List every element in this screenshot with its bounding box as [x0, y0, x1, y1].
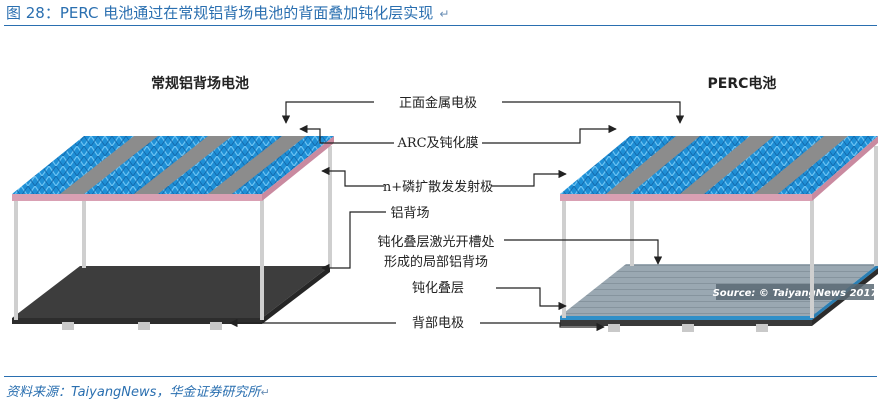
watermark: Source: © TaiyangNews 2017 [713, 288, 878, 299]
left-cell: 常规铝背场电池 [12, 75, 334, 330]
right-rear-contact-2 [682, 324, 694, 332]
label-arc: ARC及钝化膜 [396, 136, 478, 151]
right-finger-2 [680, 136, 774, 194]
left-finger-2 [134, 136, 232, 194]
right-cell-title: PERC电池 [708, 75, 777, 92]
label-front-metal: 正面金属电极 [399, 95, 477, 111]
right-al-edge [560, 320, 812, 326]
center-labels: 正面金属电极 ARC及钝化膜 n+磷扩散发发射极 铝背场 钝化叠层激光开槽处 形… [377, 95, 494, 331]
left-rear-contact-2 [138, 322, 150, 330]
watermark-box [716, 284, 874, 300]
leader-rear-contact-right [480, 322, 605, 332]
leader-al-bsf [321, 211, 386, 273]
title-rule [4, 25, 877, 26]
label-local-bsf-line2: 形成的局部铝背场 [384, 254, 488, 270]
right-emitter-side [812, 136, 878, 201]
left-emitter-edge [12, 194, 262, 201]
left-finger-1 [60, 136, 158, 194]
source-return-mark: ↵ [260, 386, 270, 399]
left-rear-contact-1 [62, 322, 74, 330]
source-rule [4, 376, 877, 377]
left-finger-3 [208, 136, 306, 194]
left-rear-stack [12, 266, 330, 330]
label-al-bsf: 铝背场 [390, 206, 429, 221]
left-al-side [262, 266, 330, 324]
right-passivation-edge [560, 316, 812, 320]
right-finger-1 [606, 136, 700, 194]
label-passivation: 钝化叠层 [412, 281, 464, 296]
leader-front-metal-left [281, 101, 374, 124]
leader-local-bsf [504, 239, 663, 265]
leader-arc-left [299, 124, 394, 144]
leader-front-metal-right [502, 101, 685, 124]
leader-lines [229, 101, 685, 332]
left-front-surface [12, 136, 334, 201]
perc-diagram: 常规铝背场电池 PERC电池 [12, 75, 878, 332]
figure-title: 图 28：PERC 电池通过在常规铝背场电池的背面叠加钝化层实现 ↵ [6, 2, 449, 23]
left-al-bsf-layer [12, 266, 330, 318]
right-cell: PERC电池 Source: © TaiyangNews 2017 [560, 75, 878, 332]
right-rear-contact-3 [756, 324, 768, 332]
figure-source-text: 资料来源：TaiyangNews，华金证券研究所 [6, 385, 261, 400]
leader-emitter-right [492, 169, 567, 187]
right-frame [562, 146, 878, 318]
right-rear-contact-1 [608, 324, 620, 332]
return-mark: ↵ [439, 7, 450, 21]
right-finger-3 [754, 136, 848, 194]
right-rear-stack: Source: © TaiyangNews 2017 [560, 264, 878, 332]
label-rear-contact: 背部电极 [412, 316, 464, 331]
leader-passivation [496, 287, 567, 311]
leader-arc-right [482, 124, 617, 144]
left-emitter-side [262, 136, 334, 201]
left-rear-contact-3 [210, 322, 222, 330]
figure-title-text: 图 28：PERC 电池通过在常规铝背场电池的背面叠加钝化层实现 [6, 4, 434, 22]
right-emitter-edge [560, 194, 812, 201]
figure-source: 资料来源：TaiyangNews，华金证券研究所↵ [6, 381, 270, 400]
label-local-bsf-line1: 钝化叠层激光开槽处 [377, 235, 494, 250]
left-cell-title: 常规铝背场电池 [151, 75, 249, 92]
label-emitter: n+磷扩散发发射极 [383, 179, 493, 195]
left-al-edge [12, 318, 262, 324]
right-front-surface [560, 136, 878, 201]
leader-emitter-left [321, 166, 384, 187]
